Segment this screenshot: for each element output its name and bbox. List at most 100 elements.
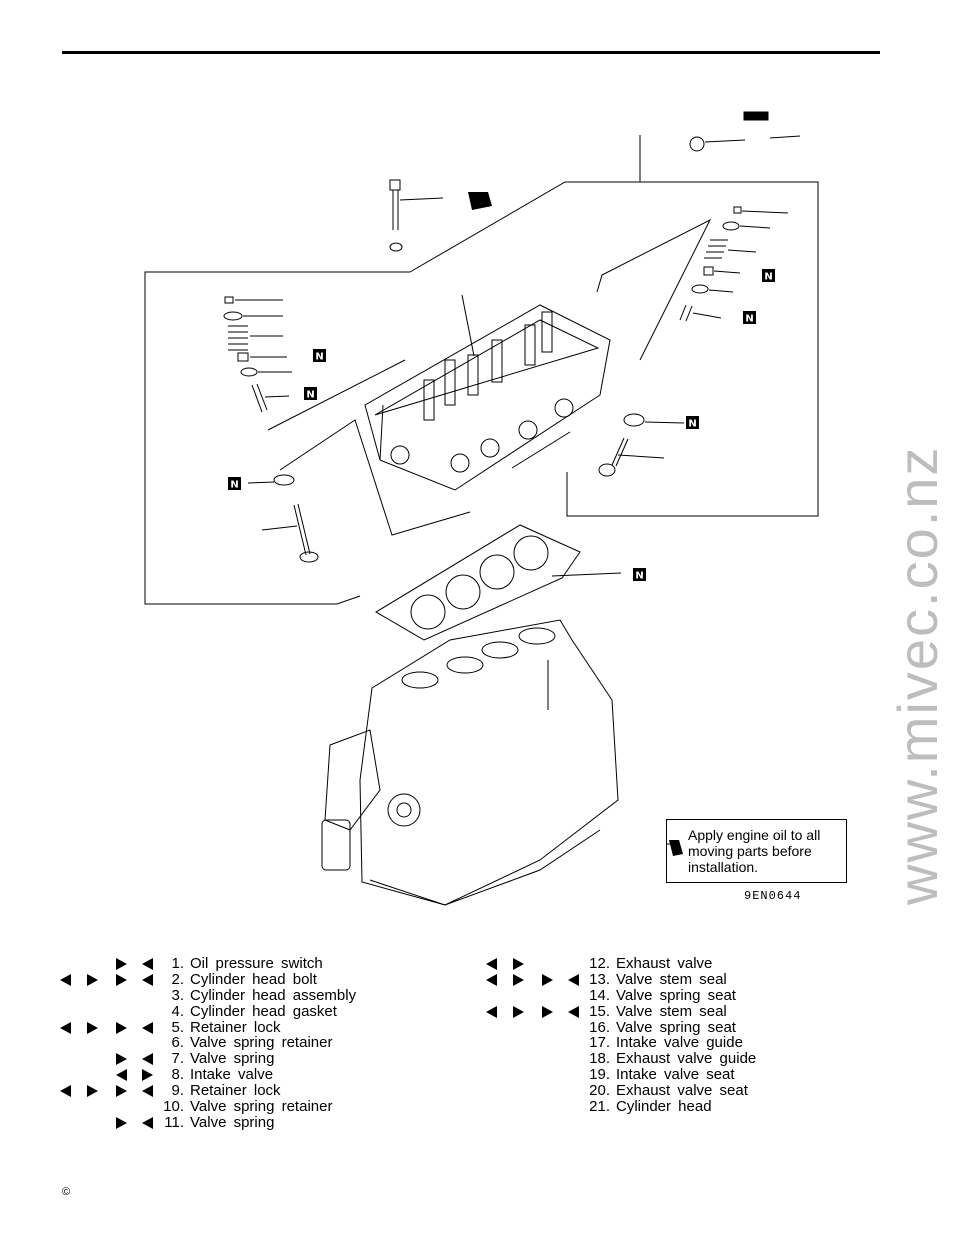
watermark: www.mivec.co.nz [886, 445, 949, 905]
part-name: Exhaust valve seat [616, 1082, 748, 1100]
exploded-view-diagram: N N N N N N N [144, 111, 819, 906]
part-number: 9. [171, 1082, 184, 1100]
part-number: 16. [589, 1018, 610, 1036]
procedure-marks [60, 1116, 160, 1130]
n-badge-label: N [315, 352, 323, 363]
part-number: 18. [589, 1050, 610, 1068]
parts-list-item: 16. Valve spring seat [486, 1018, 906, 1036]
part-name: Exhaust valve [616, 955, 713, 972]
triangle-right-icon [513, 958, 524, 970]
triangle-left-icon [142, 1116, 153, 1129]
triangle-left-icon [116, 1069, 127, 1082]
triangle-left-icon [568, 973, 579, 986]
oil-can-icon [468, 192, 492, 210]
parts-list-item: 15.Valve stem seal [486, 1003, 906, 1020]
n-badge-label: N [764, 272, 772, 283]
exhaust-group-frame [596, 218, 712, 361]
part-number: 17. [589, 1034, 610, 1052]
part-number: 11. [164, 1113, 184, 1131]
triangle-left-icon [60, 1021, 71, 1034]
part-name: Cylinder head assembly [190, 986, 357, 1004]
procedure-marks [60, 957, 160, 971]
part-number: 10. [163, 1098, 184, 1116]
procedure-marks [486, 1052, 586, 1066]
n-badge-label: N [745, 314, 753, 325]
procedure-marks [486, 957, 586, 971]
figure-code: 9EN0644 [744, 889, 802, 903]
triangle-left-icon [142, 973, 153, 986]
triangle-left-icon [142, 1021, 153, 1034]
triangle-left-icon [486, 1005, 497, 1018]
triangle-right-icon [116, 973, 127, 986]
part-number: 3. [171, 986, 184, 1004]
parts-list-item: 21.Cylinder head [486, 1099, 906, 1115]
procedure-marks [60, 1005, 160, 1019]
cylinder-head [364, 294, 611, 491]
triangle-right-icon [513, 1005, 524, 1018]
n-badge-label: N [635, 571, 643, 582]
part-number: 2. [171, 970, 184, 988]
parts-list-item: 5.Retainer lock [60, 1018, 480, 1036]
part-name: Valve spring seat [616, 1018, 736, 1036]
triangle-right-icon [116, 1021, 127, 1034]
procedure-marks [60, 1084, 160, 1098]
procedure-marks [486, 1021, 586, 1035]
parts-list-item: 7. Valve spring [60, 1051, 480, 1067]
part-number: 1. [171, 955, 184, 972]
triangle-right-icon [87, 1085, 98, 1098]
part-name: Retainer lock [190, 1082, 281, 1100]
triangle-right-icon [116, 1116, 127, 1129]
triangle-left-icon [60, 973, 71, 986]
oil-pressure-switch-icon [689, 111, 801, 152]
cylinder-head-gasket [375, 524, 622, 641]
part-number: 8. [171, 1066, 184, 1084]
part-number: 4. [171, 1002, 184, 1020]
procedure-marks [486, 973, 586, 987]
part-name: Valve spring [190, 1050, 275, 1068]
callout-frame-top [409, 181, 819, 517]
procedure-marks [486, 1100, 586, 1114]
part-number: 6. [171, 1034, 184, 1052]
triangle-right-icon [116, 1053, 127, 1066]
triangle-right-icon [513, 973, 524, 986]
part-number: 19. [589, 1066, 610, 1084]
n-badges [228, 269, 775, 581]
procedure-marks [60, 989, 160, 1003]
triangle-right-icon [87, 973, 98, 986]
triangle-left-icon [568, 1005, 579, 1018]
part-name: Valve spring seat [616, 986, 736, 1004]
procedure-marks [60, 1021, 160, 1035]
triangle-left-icon [142, 958, 153, 970]
part-name: Valve spring retainer [190, 1034, 333, 1052]
triangle-right-icon [142, 1069, 153, 1082]
part-number: 12. [589, 955, 610, 972]
parts-list-item: 20.Exhaust valve seat [486, 1083, 906, 1099]
part-name: Exhaust valve guide [616, 1050, 757, 1068]
procedure-marks [60, 1100, 160, 1114]
procedure-marks [60, 1036, 160, 1050]
note-box: Apply engine oil to all moving parts bef… [666, 819, 847, 883]
part-name: Cylinder head bolt [190, 970, 317, 988]
procedure-marks [60, 973, 160, 987]
parts-list-item: 12. Exhaust valve [486, 956, 906, 972]
procedure-marks [60, 1068, 160, 1082]
part-name: Retainer lock [190, 1018, 281, 1036]
triangle-right-icon [116, 1085, 127, 1098]
part-number: 14. [589, 986, 610, 1004]
engine-block [321, 619, 619, 906]
parts-list-item: 8.Intake valve [60, 1067, 480, 1083]
parts-list-item: 2. Cylinder head bolt [60, 970, 480, 988]
part-number: 7. [171, 1050, 184, 1068]
note-text: Apply engine oil to all moving parts bef… [688, 827, 821, 875]
parts-list-item: 18. Exhaust valve guide [486, 1051, 906, 1067]
exhaust-valve-parts [598, 206, 789, 477]
callout-frame-left [144, 271, 410, 605]
n-badge-label: N [306, 390, 314, 401]
triangle-right-icon [87, 1021, 98, 1034]
part-name: Valve spring [190, 1113, 275, 1131]
part-name: Valve spring retainer [190, 1098, 333, 1116]
parts-list-item: 6. Valve spring retainer [60, 1035, 480, 1051]
triangle-right-icon [542, 1005, 553, 1018]
parts-list-item: 17.Intake valve guide [486, 1035, 906, 1051]
